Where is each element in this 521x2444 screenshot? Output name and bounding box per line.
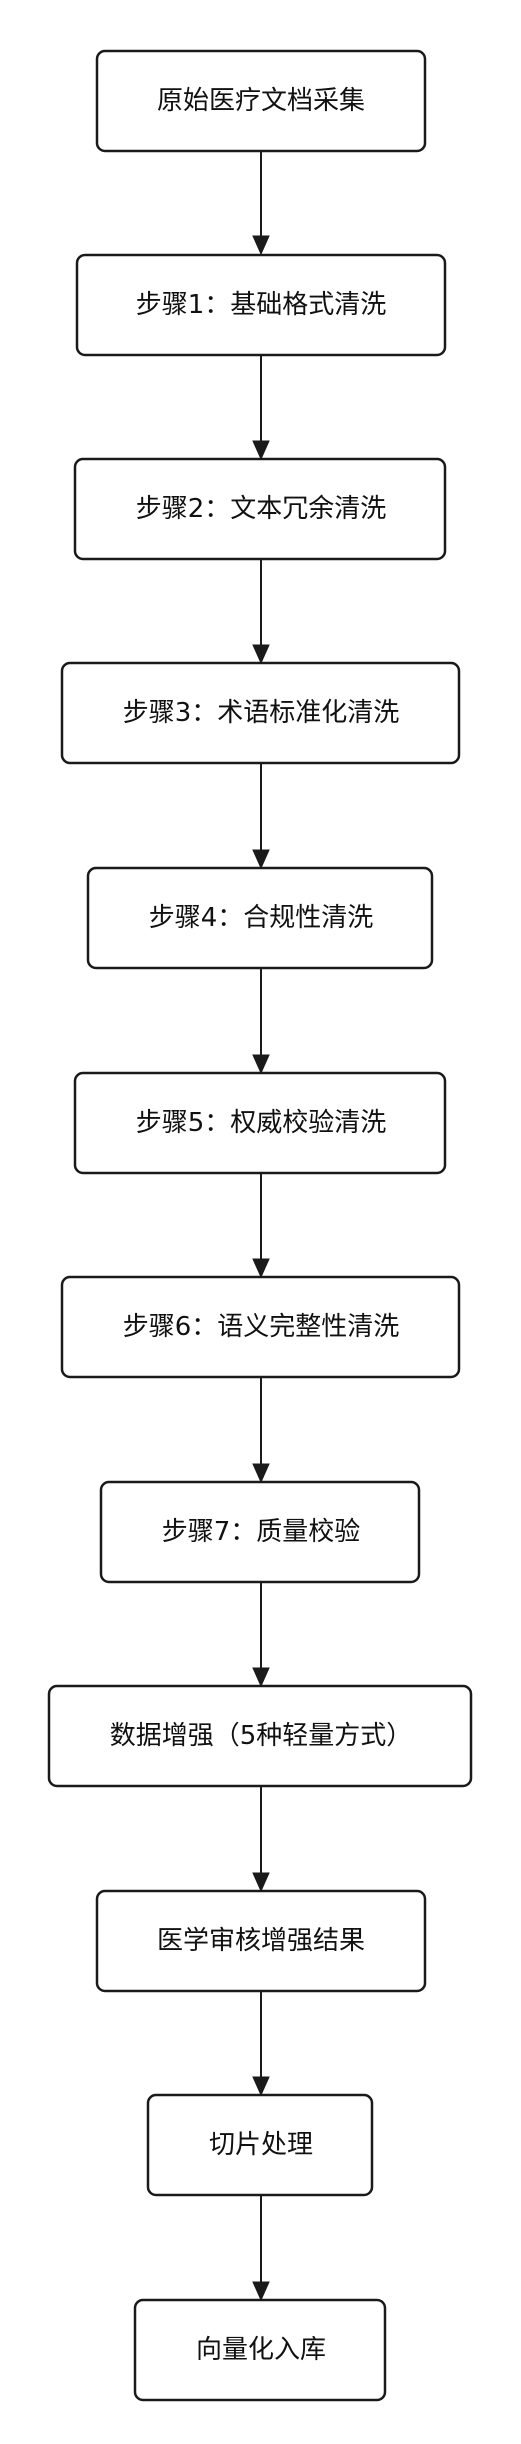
node-box [73,457,447,561]
edge-5-6 [252,1173,270,1279]
edge-8-9 [252,1786,270,1893]
node-box [146,2093,374,2197]
node-box [133,2298,387,2402]
node-box [86,866,434,970]
edge-4-5 [252,968,270,1075]
edges [252,151,270,2302]
edge-10-11 [252,2195,270,2302]
node-augment[interactable]: 数据增强（5种轻量方式） [47,1684,473,1788]
node-box [75,253,447,357]
edge-7-8 [252,1582,270,1688]
node-source[interactable]: 原始医疗文档采集 [95,49,427,153]
node-step5[interactable]: 步骤5：权威校验清洗 [73,1071,447,1175]
node-box [73,1071,447,1175]
node-label: 步骤7：质量校验 [162,1517,361,1547]
node-label: 步骤3：术语标准化清洗 [123,698,400,728]
node-box [95,49,427,153]
node-step1[interactable]: 步骤1：基础格式清洗 [75,253,447,357]
node-step3[interactable]: 步骤3：术语标准化清洗 [60,661,461,765]
node-step7[interactable]: 步骤7：质量校验 [99,1480,421,1584]
node-label: 切片处理 [209,2130,313,2160]
node-step6[interactable]: 步骤6：语义完整性清洗 [60,1275,461,1379]
node-box [47,1684,473,1788]
edge-1-2 [252,355,270,461]
node-label: 原始医疗文档采集 [157,86,365,116]
node-label: 向量化入库 [196,2335,326,2365]
node-step2[interactable]: 步骤2：文本冗余清洗 [73,457,447,561]
edge-6-7 [252,1377,270,1484]
node-review[interactable]: 医学审核增强结果 [95,1889,427,1993]
node-vectorize[interactable]: 向量化入库 [133,2298,387,2402]
edge-9-10 [252,1991,270,2097]
edge-2-3 [252,559,270,665]
edge-3-4 [252,763,270,870]
node-label: 步骤6：语义完整性清洗 [123,1312,400,1342]
node-label: 步骤4：合规性清洗 [149,903,374,933]
node-box [60,661,461,765]
node-box [95,1889,427,1993]
node-label: 步骤1：基础格式清洗 [136,290,387,320]
node-box [60,1275,461,1379]
node-box [99,1480,421,1584]
node-step4[interactable]: 步骤4：合规性清洗 [86,866,434,970]
node-label: 步骤5：权威校验清洗 [136,1108,387,1138]
node-label: 数据增强（5种轻量方式） [110,1721,413,1751]
node-label: 医学审核增强结果 [157,1926,365,1956]
node-chunking[interactable]: 切片处理 [146,2093,374,2197]
edge-0-1 [252,151,270,256]
node-label: 步骤2：文本冗余清洗 [136,494,387,524]
